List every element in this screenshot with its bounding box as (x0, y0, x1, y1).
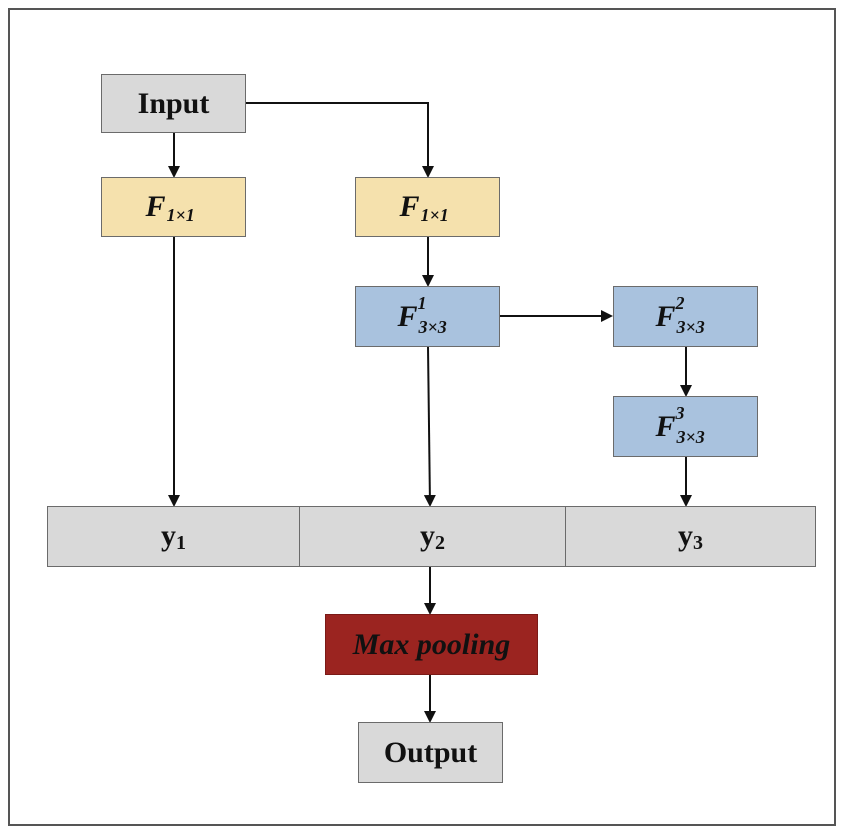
conv-symbol: F (145, 190, 166, 223)
conv-symbol: F (655, 409, 676, 443)
concat-cell-y2: y2 (299, 506, 566, 567)
conv-superscript: 2 (675, 292, 685, 313)
conv-subscript: 3×3 (676, 426, 705, 447)
diagram-frame (8, 8, 836, 826)
concat-cell-y3: y3 (565, 506, 816, 567)
output-box: Output (358, 722, 503, 783)
arrow-input-to-branch2 (246, 102, 434, 178)
concat-label-y3: y3 (678, 518, 703, 554)
concat-cell-y1: y1 (47, 506, 300, 567)
conv-subscript: 1×1 (420, 205, 449, 225)
conv-superscript: 3 (675, 402, 685, 423)
branch2-conv1x1-box: F 1×1 (355, 177, 500, 237)
conv-symbol: F (655, 299, 676, 333)
branch3-conv3x3-first-box: F 2 3×3 (613, 286, 758, 347)
branch2-conv3x3-box: F 1 3×3 (355, 286, 500, 347)
conv-superscript: 1 (417, 292, 427, 313)
concat-label-y2: y2 (420, 518, 445, 554)
branch1-conv1x1-label: F 1×1 (145, 190, 194, 225)
input-box: Input (101, 74, 246, 133)
branch2-conv1x1-label: F 1×1 (399, 190, 448, 225)
max-pooling-box: Max pooling (325, 614, 538, 675)
conv-subscript: 1×1 (166, 205, 195, 225)
branch2-conv3x3-label: F 1 3×3 (397, 294, 446, 336)
concat-label-y1: y1 (161, 518, 186, 554)
branch3-conv3x3-second-label: F 3 3×3 (655, 404, 704, 446)
conv-symbol: F (399, 190, 420, 223)
branch3-conv3x3-first-label: F 2 3×3 (655, 294, 704, 336)
input-label: Input (137, 86, 210, 120)
branch1-conv1x1-box: F 1×1 (101, 177, 246, 237)
conv-symbol: F (397, 299, 418, 333)
arrow-branch2-f3x3-to-y2 (423, 346, 436, 507)
branch3-conv3x3-second-box: F 3 3×3 (613, 396, 758, 457)
conv-subscript: 3×3 (418, 316, 447, 337)
conv-subscript: 3×3 (676, 316, 705, 337)
max-pooling-label: Max pooling (352, 627, 511, 661)
output-label: Output (383, 735, 478, 769)
